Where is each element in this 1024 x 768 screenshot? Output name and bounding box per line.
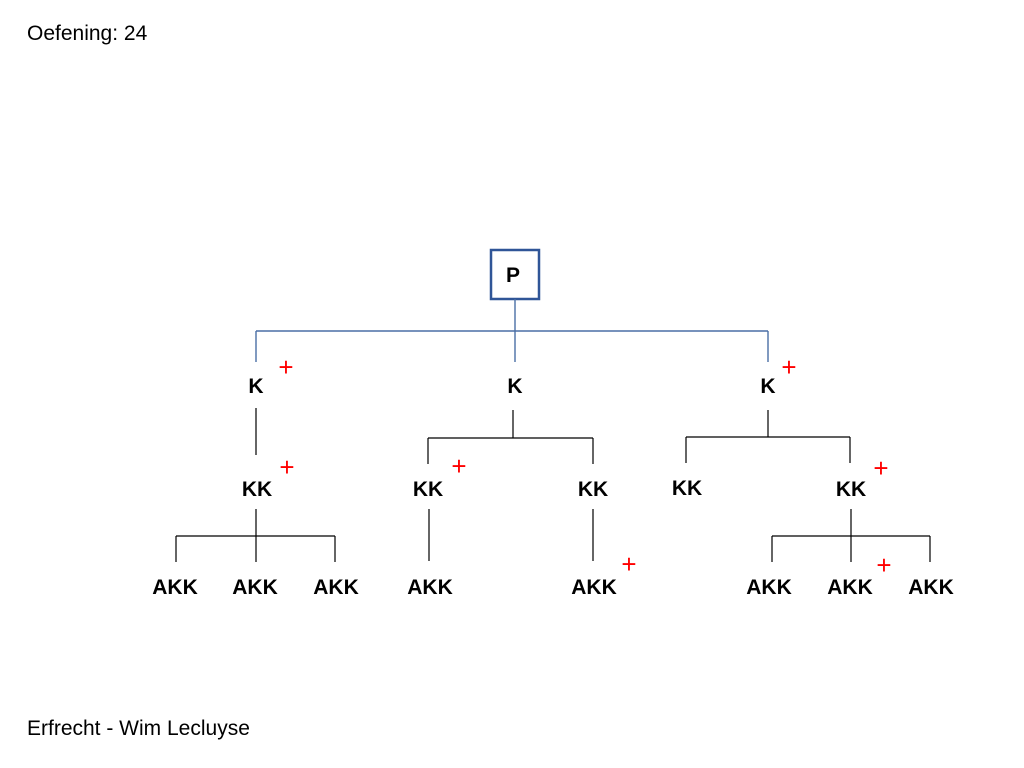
great-grandchild-label-1: AKK — [152, 576, 198, 599]
grandchild-plus-2: + — [451, 451, 466, 481]
great-grandchild-label-7: AKK — [827, 576, 873, 599]
grandchild-plus-1: + — [279, 452, 294, 482]
grandchild-label-3: KK — [578, 478, 608, 501]
child-label-3: K — [760, 375, 775, 398]
grandchild-label-5: KK — [836, 478, 866, 501]
child-plus-1: + — [278, 352, 293, 382]
great-grandchild-label-6: AKK — [746, 576, 792, 599]
great-grandchild-label-2: AKK — [232, 576, 278, 599]
grandchild-label-1: KK — [242, 478, 272, 501]
great-grandchild-plus-7: + — [876, 550, 891, 580]
grandchild-label-4: KK — [672, 477, 702, 500]
great-grandchild-plus-5: + — [621, 549, 636, 579]
slide-footer: Erfrecht - Wim Lecluyse — [27, 717, 250, 740]
child-label-1: K — [248, 375, 263, 398]
grandchild-plus-5: + — [873, 453, 888, 483]
slide-title: Oefening: 24 — [27, 22, 148, 45]
great-grandchild-label-5: AKK — [571, 576, 617, 599]
root-label: P — [506, 264, 520, 287]
child-label-2: K — [507, 375, 522, 398]
grandchild-label-2: KK — [413, 478, 443, 501]
root-box — [489, 248, 541, 301]
great-grandchild-label-4: AKK — [407, 576, 453, 599]
great-grandchild-label-8: AKK — [908, 576, 954, 599]
child-plus-3: + — [781, 352, 796, 382]
great-grandchild-label-3: AKK — [313, 576, 359, 599]
